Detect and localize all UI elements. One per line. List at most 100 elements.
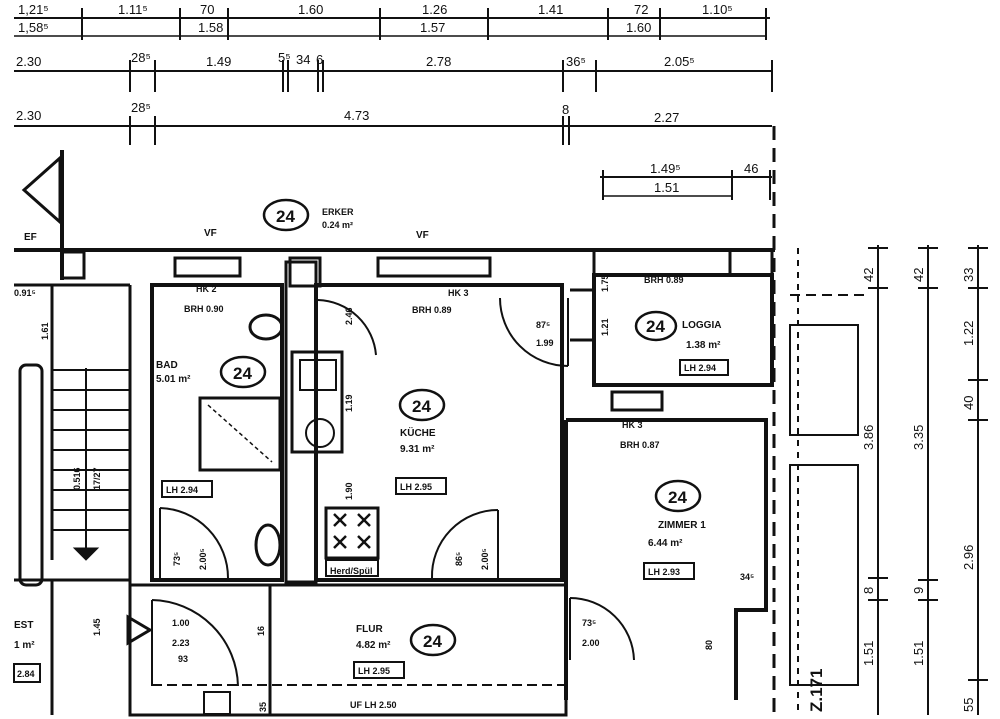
dim-r2-8: 36⁵: [566, 54, 586, 69]
dim-r2-7: 2.78: [426, 54, 451, 69]
rest-area: 1 m²: [14, 640, 35, 651]
dim-rc3-3: 40: [961, 396, 976, 410]
v-345: 34⁵: [740, 572, 754, 582]
top-room-area: 0.24 m²: [322, 220, 353, 230]
dim-r2-2: 28⁵: [131, 50, 151, 65]
dim-r2-9: 2.05⁵: [664, 54, 695, 69]
dim-r1-3: 70: [200, 2, 214, 17]
dim-r2-3: 1.49: [206, 54, 231, 69]
rest-lh: 2.84: [17, 669, 35, 679]
entry-1: 1.00: [172, 618, 190, 628]
dim-r1-4: 1.60: [298, 2, 323, 17]
dim-loggia-1: 1.49⁵: [650, 161, 681, 176]
door-kueche-2: 2.00⁵: [480, 548, 490, 570]
v-119: 1.19: [344, 394, 354, 412]
left-1: 0.91⁵: [14, 288, 36, 298]
kueche-area: 9.31 m²: [400, 444, 435, 455]
zimmer-area: 6.44 m²: [648, 538, 683, 549]
dim-rc1-2: 3.86: [861, 425, 876, 450]
dim-rc2-4: 1.51: [911, 641, 926, 666]
corner-tag: Z.171: [807, 669, 826, 712]
room-number-flur: 24: [423, 632, 442, 651]
hk-kueche: HK 3: [448, 288, 469, 298]
ef-label: EF: [24, 232, 37, 243]
stair-1: 0.516: [72, 467, 82, 490]
dim-r1-7: 72: [634, 2, 648, 17]
dim-rc2-2: 3.35: [911, 425, 926, 450]
dim-r1-6: 1.41: [538, 2, 563, 17]
dimension-texts: 1,21⁵ 1.11⁵ 70 1.60 1.26 1.41 72 1.10⁵ 1…: [16, 2, 758, 195]
v-175: 1.75: [600, 274, 610, 292]
dim-r3-1: 2.30: [16, 108, 41, 123]
dim-r1b-4: 1.60: [626, 20, 651, 35]
v-121: 1.21: [600, 318, 610, 336]
v-16: 16: [256, 626, 266, 636]
loggia-lh: LH 2.94: [684, 363, 716, 373]
v-80: 80: [704, 640, 714, 650]
dim-loggia-3: 1.51: [654, 180, 679, 195]
dim-r3-5: 2.27: [654, 110, 679, 125]
bad-lh: LH 2.94: [166, 485, 198, 495]
dim-r2-6: 6: [316, 52, 323, 67]
bad-name: BAD: [156, 360, 178, 371]
stair-2: 17/27: [92, 467, 102, 490]
kueche-lh: LH 2.95: [400, 482, 432, 492]
dim-r2-1: 2.30: [16, 54, 41, 69]
v-190: 1.90: [344, 482, 354, 500]
rest-name: EST: [14, 620, 33, 631]
flur-lh: LH 2.95: [358, 666, 390, 676]
dim-r1-1: 1,21⁵: [18, 2, 49, 17]
dim-rc1-4: 1.51: [861, 641, 876, 666]
room-numbers: 24 24 24 24 24 24: [233, 207, 687, 651]
brh-bad: BRH 0.90: [184, 304, 224, 314]
room-number-circles: [219, 198, 702, 657]
dim-r1-8: 1.10⁵: [702, 2, 733, 17]
brh-kueche: BRH 0.89: [412, 305, 452, 315]
flur-name: FLUR: [356, 624, 383, 635]
dim-r1-2: 1.11⁵: [118, 2, 148, 17]
room-number-top: 24: [276, 207, 295, 226]
door-bad-2: 2.00⁵: [198, 548, 208, 570]
door-bad-1: 73⁵: [172, 552, 182, 566]
left-2: 1.61: [40, 322, 50, 340]
dim-r3-4: 8: [562, 102, 569, 117]
door-zimmer-1: 73⁵: [582, 618, 596, 628]
room-labels: ERKER 0.24 m² BAD 5.01 m² LH 2.94 KÜCHE …: [13, 207, 729, 683]
loggia-area: 1.38 m²: [686, 340, 721, 351]
vf-label-2: VF: [416, 230, 429, 241]
door-swings: [151, 297, 635, 687]
dim-loggia-2: 46: [744, 161, 758, 176]
zimmer-lh: LH 2.93: [648, 567, 680, 577]
dim-rc3-1: 33: [961, 268, 976, 282]
right-dimension-texts: 42 3.86 8 1.51 42 3.35 9 1.51 33 1.22 40…: [861, 268, 976, 712]
cook-label: Herd/Spül: [330, 566, 373, 576]
hk-bad: HK 2: [196, 284, 217, 294]
dim-rc3-5: 55: [961, 698, 976, 712]
flur-area: 4.82 m²: [356, 640, 391, 651]
top-room-name: ERKER: [322, 207, 354, 217]
dim-r3-3: 4.73: [344, 108, 369, 123]
v-246: 2.46: [344, 307, 354, 325]
dim-r1b-3: 1.57: [420, 20, 445, 35]
brh-loggia: BRH 0.89: [644, 275, 684, 285]
door-kueche-1: 86⁵: [454, 552, 464, 566]
stove-icon: [333, 513, 371, 549]
zimmer-name: ZIMMER 1: [658, 520, 706, 531]
entry-2: 2.23: [172, 638, 190, 648]
room-number-zimmer: 24: [668, 488, 687, 507]
bad-area: 5.01 m²: [156, 374, 191, 385]
entry-3: 93: [178, 654, 188, 664]
room-number-kueche: 24: [412, 397, 431, 416]
outline-dashed: [772, 126, 868, 715]
door-zimmer-2: 2.00: [582, 638, 600, 648]
kueche-name: KÜCHE: [400, 426, 436, 439]
v-35: 35: [258, 702, 268, 712]
walls: [14, 150, 775, 717]
hk-zimmer: HK 3: [622, 420, 643, 430]
dim-r2-5: 34: [296, 52, 310, 67]
dim-r3-2: 28⁵: [131, 100, 151, 115]
dim-r1b-2: 1.58: [198, 20, 223, 35]
door-loggia-2: 1.99: [536, 338, 554, 348]
dim-rc2-1: 42: [911, 268, 926, 282]
